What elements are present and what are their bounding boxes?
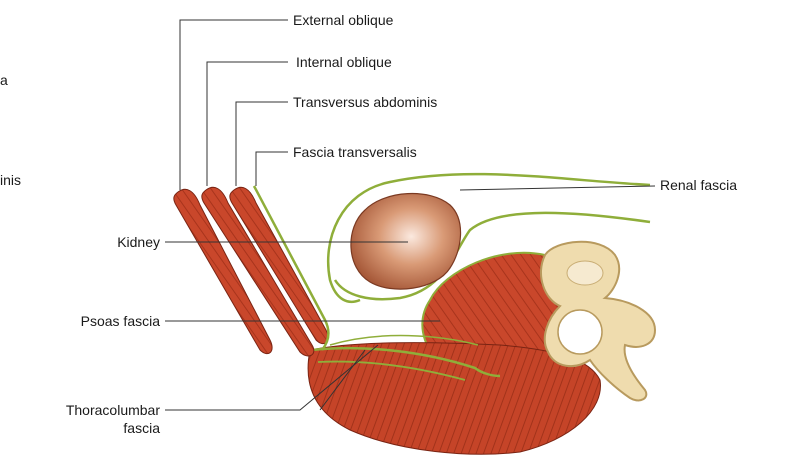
vertebral-foramen bbox=[558, 310, 602, 354]
label-kidney: Kidney bbox=[60, 234, 160, 250]
label-external-oblique: External oblique bbox=[293, 12, 393, 28]
label-transversus-abdominis: Transversus abdominis bbox=[293, 94, 437, 110]
label-thoracolumbar: Thoracolumbar bbox=[10, 402, 160, 418]
label-internal-oblique: Internal oblique bbox=[296, 54, 392, 70]
label-thoracolumbar-fascia: fascia bbox=[10, 420, 160, 436]
kidney-shape bbox=[351, 194, 461, 290]
label-renal-fascia: Renal fascia bbox=[660, 177, 737, 193]
label-psoas-fascia: Psoas fascia bbox=[20, 313, 160, 329]
label-edge-fragment-2: inis bbox=[0, 172, 21, 188]
label-edge-fragment-1: a bbox=[0, 72, 8, 88]
label-fascia-transversalis: Fascia transversalis bbox=[293, 144, 417, 160]
